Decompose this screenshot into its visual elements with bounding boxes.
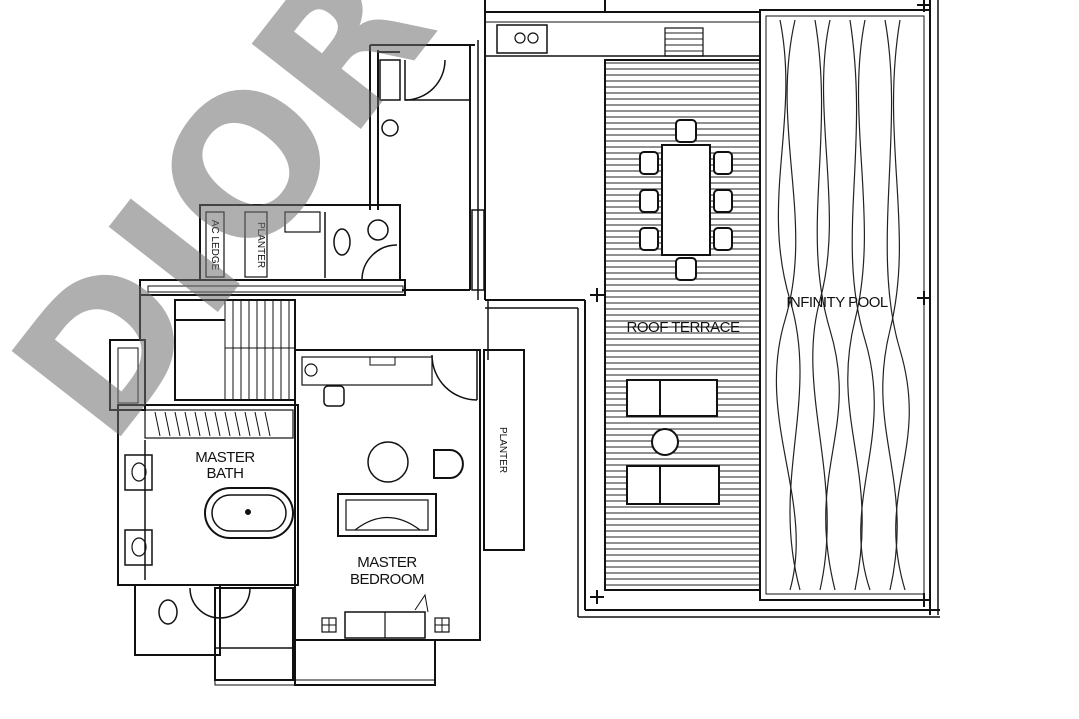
- upper-corridor: [369, 44, 475, 291]
- master-bedroom-label-2: BEDROOM: [350, 571, 424, 588]
- master-bath-label-2: BATH: [207, 465, 244, 482]
- master-bedroom-label-1: MASTER: [357, 554, 417, 571]
- roof-terrace-label: ROOF TERRACE: [627, 319, 740, 336]
- ac-ledge-label: AC LEDGE: [209, 220, 220, 271]
- watermark: DIOR: [0, 0, 476, 478]
- planter-top-label: PLANTER: [255, 222, 266, 268]
- sun-loungers: [626, 379, 720, 505]
- planter-right: [483, 349, 525, 551]
- master-bedroom: [214, 300, 489, 686]
- infinity-pool-label: INFINITY POOL: [786, 294, 888, 311]
- infinity-pool: [759, 0, 939, 615]
- master-bath: [109, 339, 299, 681]
- master-bath-label-1: MASTER: [195, 449, 255, 466]
- upper-kitchen: [471, 0, 760, 300]
- planter-right-label: PLANTER: [497, 427, 508, 473]
- dining-table: [639, 119, 733, 281]
- grid-marks: [590, 0, 931, 607]
